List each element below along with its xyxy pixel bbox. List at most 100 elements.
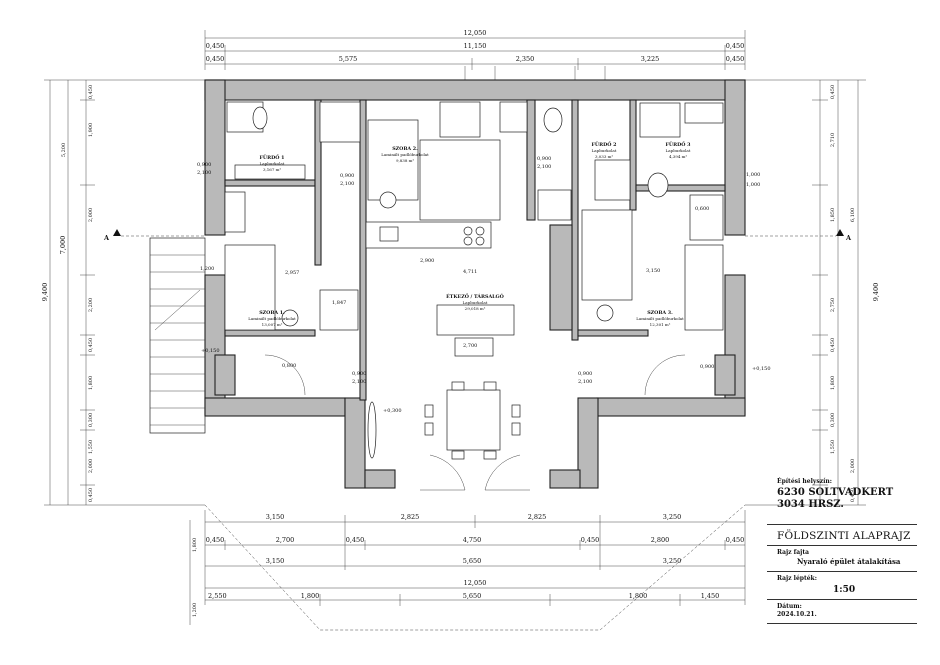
interior-walls [214, 99, 736, 401]
idim-16: 2,957 [285, 270, 299, 276]
dim-left-part-6: 0,450 [88, 338, 94, 352]
section-mark-right: A [845, 234, 852, 242]
dining-area [367, 304, 521, 460]
idim-18: 1,000 [746, 172, 760, 178]
idim-13: 2,900 [420, 258, 434, 264]
level-marks: +0,150 +0,300 +0,150 [201, 348, 771, 414]
dim-bottom-r5-5: 1,450 [701, 592, 720, 600]
dim-top-part-4: 3,225 [641, 55, 660, 63]
dim-bottom-r2-7: 0,450 [726, 536, 745, 544]
room-1-bath-sub: Lapburkolat [260, 161, 285, 166]
section-marks: A A [103, 229, 852, 242]
section-mark-left: A [103, 234, 110, 242]
dim-bottom-r5-4: 1,800 [629, 592, 648, 600]
dim-right-part-11: 6,100 [850, 208, 856, 222]
dim-top-part-5: 0,450 [726, 55, 745, 63]
right-dim-labels: 9,400 0,450 2,710 1,850 2,750 0,450 1,80… [830, 85, 880, 502]
dim-bottom-r2-3: 0,450 [346, 536, 365, 544]
room-2-area: 9,838 m² [396, 158, 415, 163]
dim-right-part-7: 0,300 [830, 413, 836, 427]
idim-15: 1,847 [332, 300, 346, 306]
dim-top-overall: 12,050 [464, 29, 487, 37]
dim-bottom-r5-3: 5,650 [463, 592, 482, 600]
room-1-furniture [224, 244, 359, 331]
dim-left-part-7: 1,800 [88, 376, 94, 390]
dim-right-part-5: 0,450 [830, 338, 836, 352]
interior-dims: 0,900 2,100 0,900 2,100 0,900 2,100 0,90… [197, 156, 760, 385]
dim-bottom-r2-6: 2,800 [651, 536, 670, 544]
idim-20: 0,800 [282, 363, 296, 369]
dim-left-part-1: 0,450 [88, 85, 94, 99]
idim-9: 0,900 [578, 371, 592, 377]
room-bath-3-sub: Lapburkolat [666, 148, 691, 153]
dim-left-part-5: 2,200 [88, 298, 94, 312]
dim-bottom-r5-2: 1,800 [301, 592, 320, 600]
kitchen-counter [365, 221, 492, 249]
dim-left-part-11: 0,450 [88, 488, 94, 502]
dim-right-overall: 9,400 [872, 283, 880, 302]
dim-left-total2: 7,000 [59, 236, 67, 255]
dim-left-part-9: 1,550 [88, 440, 94, 454]
level-center: +0,300 [383, 408, 402, 414]
room-2-sub: Laminált padlóburkolat [381, 152, 429, 157]
idim-10: 2,100 [578, 379, 592, 385]
idim-17: 0,600 [695, 206, 709, 212]
idim-22: 0,900 [700, 364, 714, 370]
idim-3: 0,900 [340, 173, 354, 179]
type-label: Rajz fajta [777, 549, 809, 556]
room-bath-2-sub: Lapburkolat [592, 148, 617, 153]
location-lot: 3034 HRSZ. [777, 499, 844, 510]
dim-right-part-10: 0,450 [850, 488, 856, 502]
dim-bottom-r2-5: 0,450 [581, 536, 600, 544]
dim-left-part-3: 2,000 [88, 208, 94, 222]
idim-19: 1,200 [200, 266, 214, 272]
dim-top-mid-left: 0,450 [206, 42, 225, 50]
dim-bottom-r3-2: 5,650 [463, 557, 482, 565]
room-dining-area: 29,018 m² [465, 306, 486, 311]
room-1-sub: Laminált padlóburkolat [248, 316, 296, 321]
door-swings [264, 354, 686, 491]
room-bath-2-name: FÜRDŐ 2 [592, 141, 617, 148]
dim-bottom-r2-4: 4,750 [463, 536, 482, 544]
room-1-bath-area: 3,167 m² [263, 167, 282, 172]
dim-right-part-3: 1,850 [830, 208, 836, 222]
left-dim-labels: 9,400 7,000 0,450 1,900 2,000 5,200 2,20… [41, 85, 94, 502]
scale-label: Rajz lépték: [777, 575, 817, 582]
dim-bottom-r2-2: 2,700 [276, 536, 295, 544]
title-rule-5 [767, 623, 917, 624]
room-dining-sub: Lapburkolat [463, 300, 488, 305]
idim-2: 2,100 [197, 170, 211, 176]
bottom-dim-labels: 3,150 2,825 2,825 3,250 0,450 2,700 0,45… [192, 513, 744, 617]
dim-bottom-r3-1: 3,150 [266, 557, 285, 565]
dim-bottom-r5-1: 2,550 [208, 592, 227, 600]
room-3-furniture [581, 194, 724, 331]
bathroom-1-fixtures [224, 101, 306, 233]
idim-11: 2,700 [463, 343, 477, 349]
room-1-name: SZOBA 1. [259, 310, 285, 316]
title-block: Építési helyszín: 6230 SOLTVADKERT 3034 … [767, 474, 917, 624]
dim-bottom-left-v2: 1,200 [192, 603, 198, 617]
title-rule-4 [767, 599, 917, 600]
idim-21: 1,000 [746, 182, 760, 188]
dim-bottom-r2-1: 0,450 [206, 536, 225, 544]
dim-right-part-2: 2,710 [830, 133, 836, 147]
dim-right-part-4: 2,750 [830, 298, 836, 312]
idim-4: 2,100 [340, 181, 354, 187]
left-dimensions [44, 79, 205, 506]
bathroom-2-fixtures [499, 101, 572, 221]
location-label: Építési helyszín: [777, 478, 832, 485]
room-2-name: SZOBA 2. [392, 146, 418, 152]
dim-right-part-9: 2,000 [850, 459, 856, 473]
dim-top-part-1: 0,450 [206, 55, 225, 63]
title-rule-3 [767, 571, 917, 572]
dim-bottom-r1-4: 3,250 [663, 513, 682, 521]
room-dining-name: ÉTKEZŐ / TÁRSALGÓ [446, 292, 504, 300]
dim-top-mid-right: 0,450 [726, 42, 745, 50]
idim-1: 0,900 [197, 162, 211, 168]
dim-bottom-left-v1: 1,800 [192, 538, 198, 552]
level-right: +0,150 [752, 366, 771, 372]
terrace-outline [204, 504, 746, 631]
dim-right-part-8: 1,550 [830, 440, 836, 454]
room-labels: FÜRDŐ 1 Lapburkolat 3,167 m² SZOBA 2. La… [248, 141, 691, 327]
